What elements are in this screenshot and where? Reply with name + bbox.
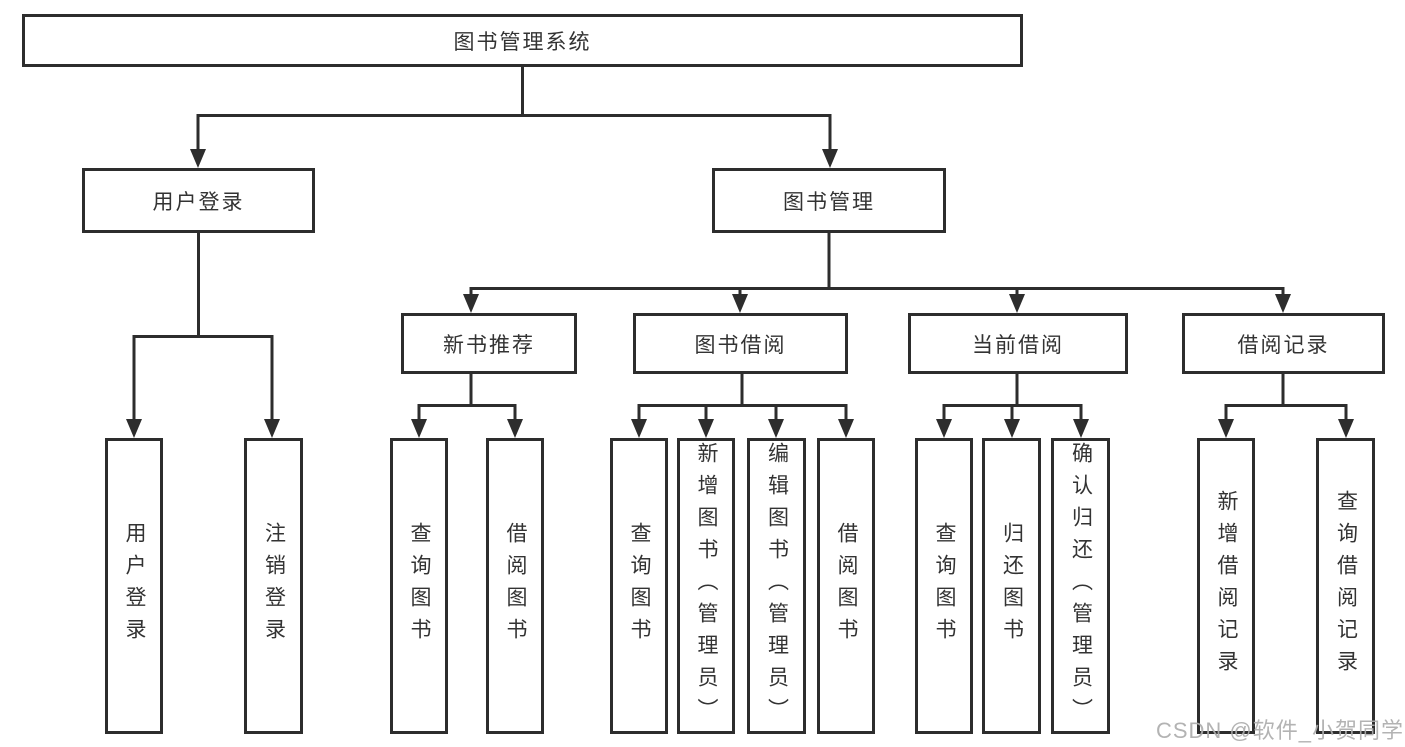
node-label: 新增借阅记录 (1215, 490, 1239, 682)
leaf-logout: 注销登录 (244, 438, 303, 734)
node-label: 新书推荐 (443, 333, 535, 357)
node-label: 用户登录 (123, 522, 147, 650)
node-label: 查询图书 (933, 522, 957, 650)
leaf-query-borrow-record: 查询借阅记录 (1316, 438, 1375, 734)
node-current-borrowing: 当前借阅 (908, 313, 1128, 374)
leaf-add-books-admin: 新增图书（管理员） (677, 438, 735, 734)
node-book-borrowing: 图书借阅 (633, 313, 848, 374)
node-label: 当前借阅 (972, 333, 1064, 357)
leaf-query-books-current: 查询图书 (915, 438, 973, 734)
leaf-borrow-books-recommend: 借阅图书 (486, 438, 544, 734)
node-label: 查询图书 (408, 522, 432, 650)
node-label: 用户登录 (152, 190, 245, 214)
node-new-book-recommend: 新书推荐 (401, 313, 577, 374)
leaf-add-borrow-record: 新增借阅记录 (1197, 438, 1255, 734)
leaf-query-books-recommend: 查询图书 (390, 438, 448, 734)
node-label: 新增图书（管理员） (695, 442, 719, 730)
leaf-confirm-return-admin: 确认归还（管理员） (1051, 438, 1110, 734)
watermark: CSDN @软件_小贺同学 (1155, 718, 1404, 743)
leaf-return-books: 归还图书 (982, 438, 1041, 734)
node-label: 借阅图书 (504, 522, 528, 650)
node-book-management: 图书管理 (712, 168, 946, 233)
node-label: 注销登录 (262, 522, 286, 650)
leaf-borrow-books: 借阅图书 (817, 438, 875, 734)
node-label: 确认归还（管理员） (1069, 442, 1093, 730)
leaf-user-login: 用户登录 (105, 438, 163, 734)
node-label: 图书管理系统 (453, 30, 592, 54)
node-label: 查询图书 (628, 522, 652, 650)
node-library-system: 图书管理系统 (22, 14, 1023, 67)
leaf-query-books-borrow: 查询图书 (610, 438, 668, 734)
node-user-login: 用户登录 (82, 168, 315, 233)
node-label: 查询借阅记录 (1334, 490, 1358, 682)
node-label: 编辑图书（管理员） (765, 442, 789, 730)
node-label: 图书管理 (783, 190, 875, 214)
node-label: 借阅记录 (1237, 333, 1330, 357)
node-label: 图书借阅 (694, 333, 787, 357)
node-label: 借阅图书 (835, 522, 859, 650)
node-label: 归还图书 (1000, 522, 1024, 650)
node-borrowing-records: 借阅记录 (1182, 313, 1385, 374)
leaf-edit-books-admin: 编辑图书（管理员） (747, 438, 806, 734)
